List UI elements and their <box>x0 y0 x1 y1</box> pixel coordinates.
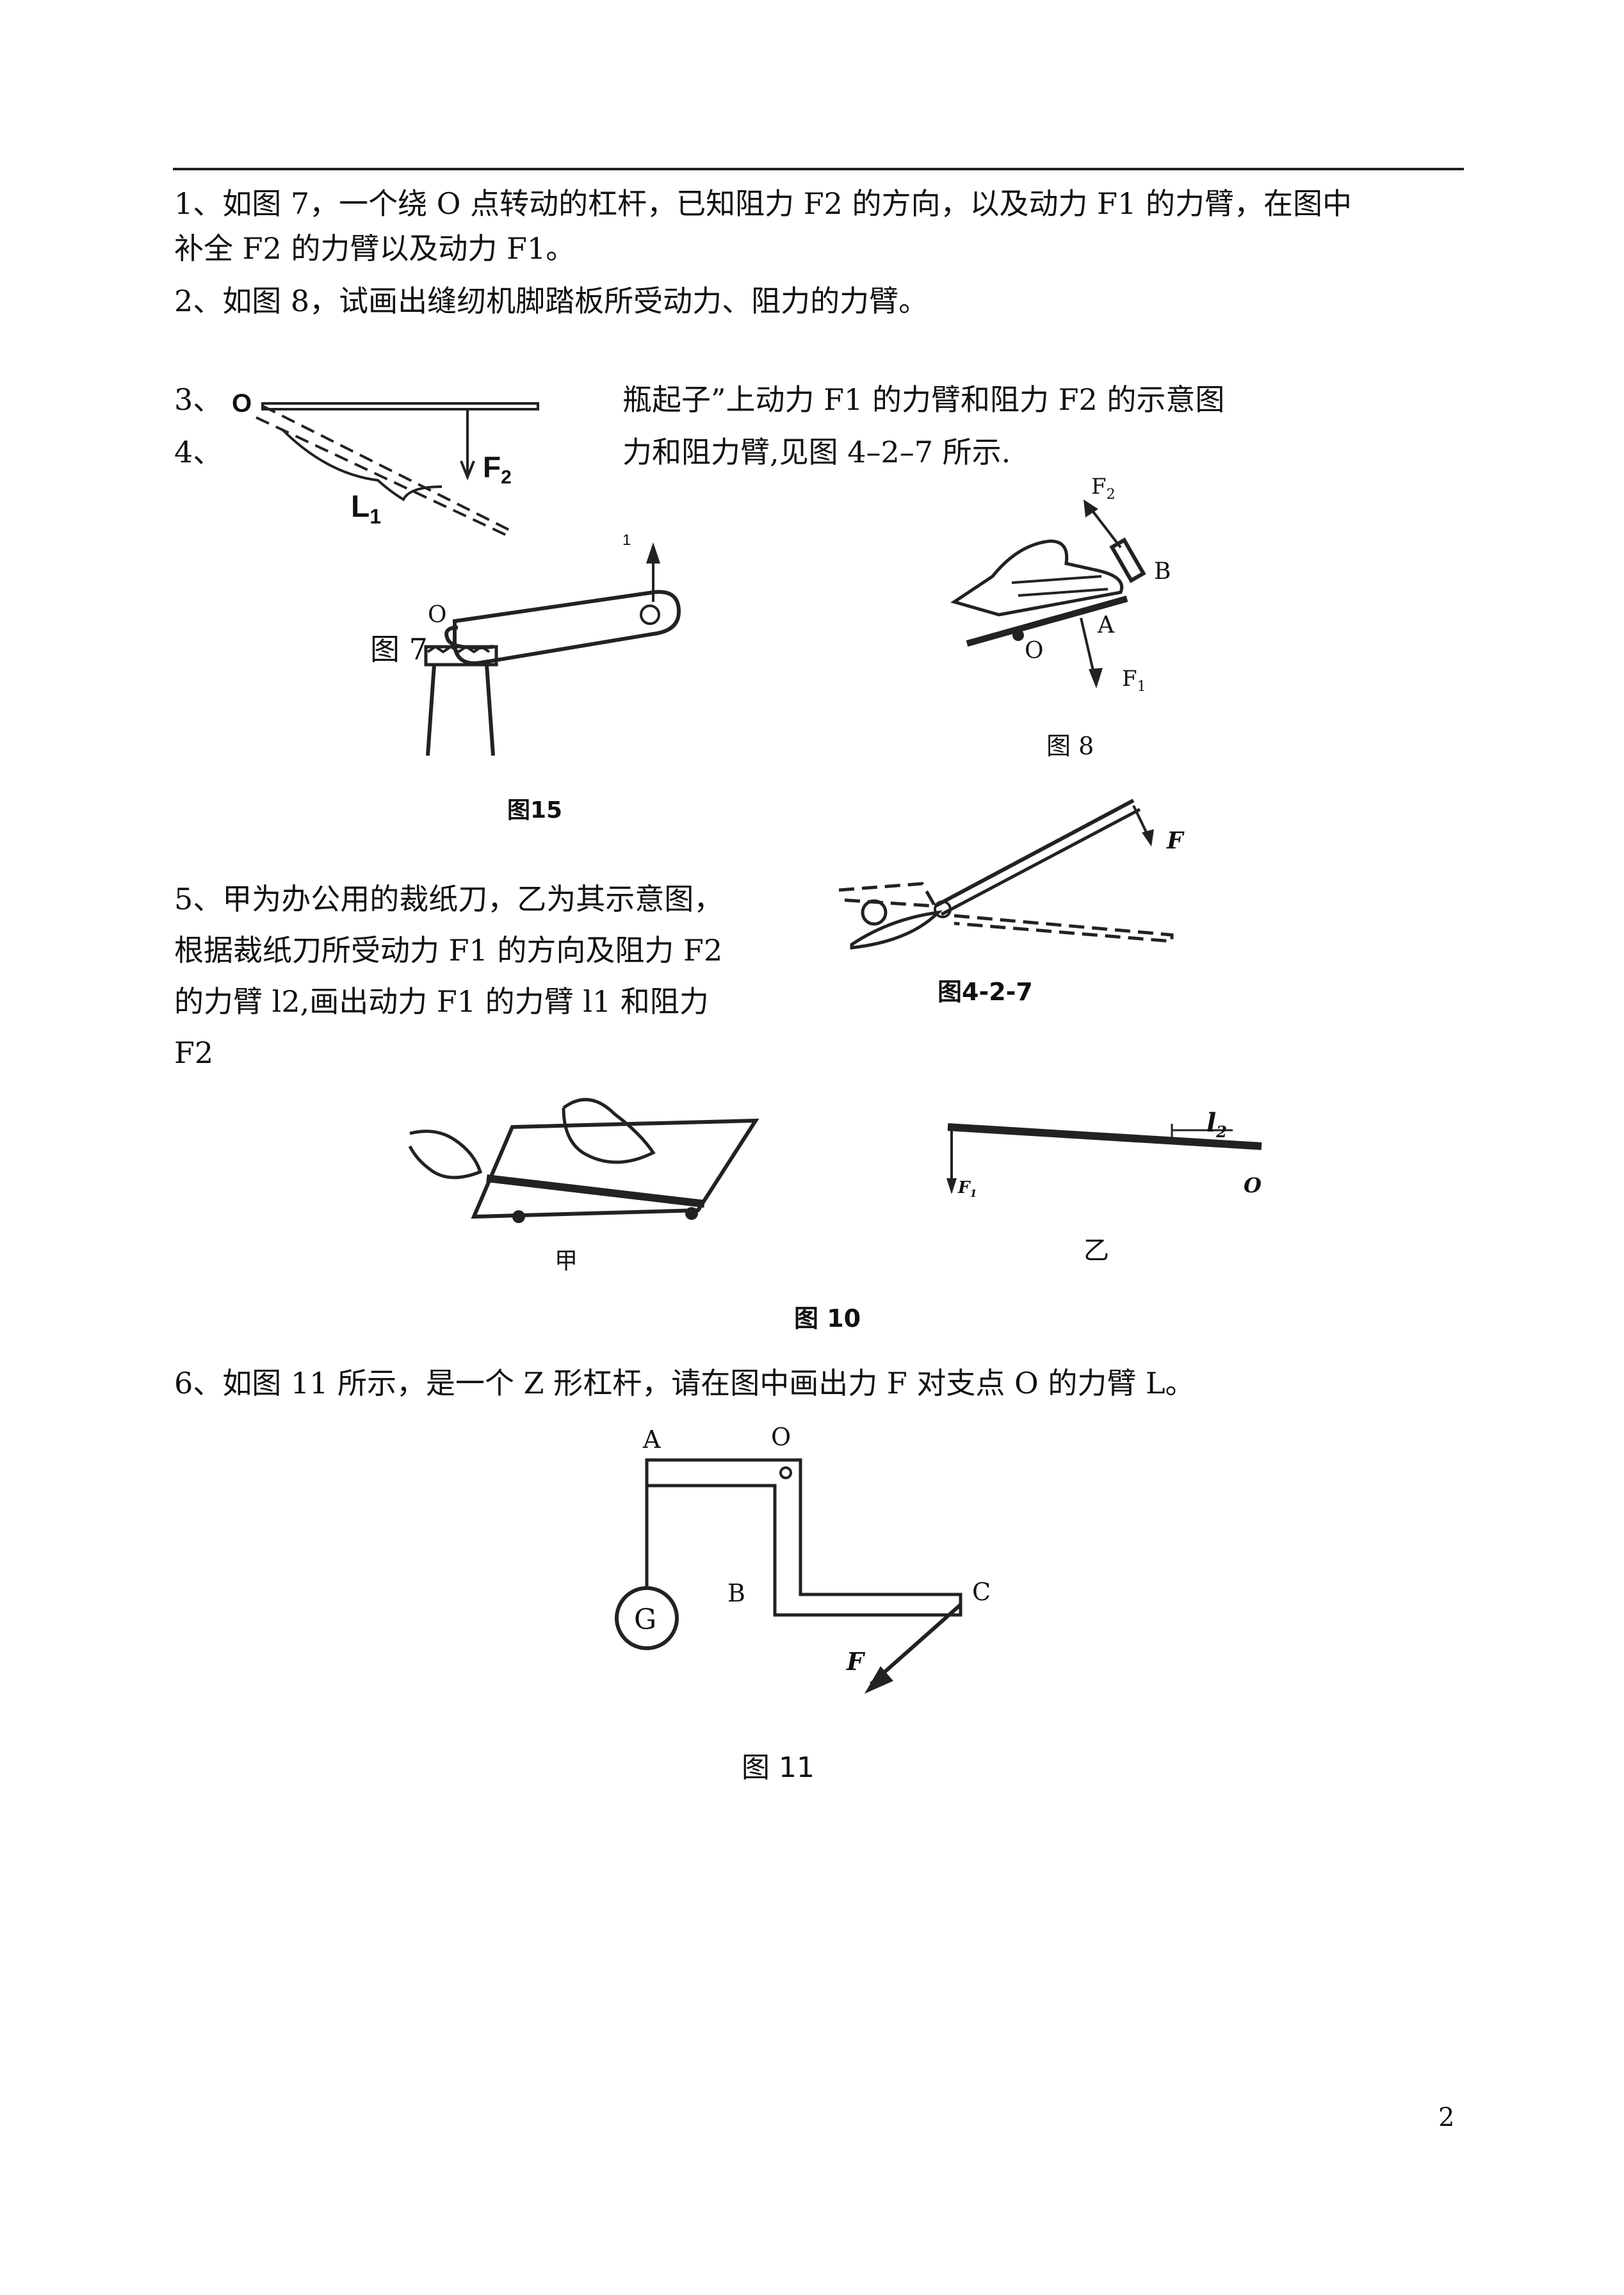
f1-arrow-head <box>1089 668 1103 688</box>
force-arrow-head <box>1142 829 1154 847</box>
fig8-f2-label: F2 <box>1091 474 1116 503</box>
opener-hole <box>640 604 660 625</box>
right-hand <box>562 1098 656 1164</box>
bottle-cap <box>424 645 498 667</box>
figure-7-caption: 图 7 <box>370 632 428 667</box>
f2-arrow-shaft <box>1087 505 1122 549</box>
figure-15-bottle-opener <box>424 542 681 756</box>
question-3-text: 瓶起子”上动力 F1 的力臂和阻力 F2 的示意图 <box>622 382 1225 417</box>
fig10-f1-label: F1 <box>958 1178 977 1200</box>
left-hand <box>408 1130 483 1180</box>
bottle-neck-right <box>485 664 495 756</box>
l1-brace <box>280 428 443 501</box>
f1-arrow-head <box>946 1178 957 1194</box>
fig15-arrow-label: 1 <box>622 531 631 549</box>
question-5-line-4: F2 <box>174 1035 214 1070</box>
rotated-lever-upper <box>256 416 513 539</box>
pedal-plate <box>966 596 1128 647</box>
fig7-o-label: O <box>232 389 252 418</box>
fig10-o-label: O <box>1244 1173 1262 1197</box>
force-arrow-shaft <box>870 1603 962 1686</box>
figure-8-pedal <box>950 499 1146 688</box>
f2-arrow-head <box>1084 499 1098 517</box>
question-3-number: 3、 <box>174 382 223 417</box>
fig427-f-label: F <box>1167 827 1183 854</box>
scissor-arm-upper <box>934 799 1135 908</box>
question-5-line-1: 5、甲为办公用的裁纸刀，乙为其示意图， <box>174 882 724 916</box>
figure-10-yi-schematic <box>946 1123 1262 1194</box>
fig8-o-label: O <box>1025 638 1044 664</box>
cutter-lever <box>947 1123 1262 1150</box>
question-1-line-2: 补全 F2 的力臂以及动力 F1。 <box>174 231 576 266</box>
pedal-link <box>1109 537 1146 583</box>
fig8-b-label: B <box>1154 558 1171 585</box>
figure-10-caption: 图 10 <box>794 1304 861 1333</box>
question-6: 6、如图 11 所示，是一个 Z 形杠杆，请在图中画出力 F 对支点 O 的力臂… <box>174 1366 1195 1400</box>
figure-4-2-7-caption: 图4-2-7 <box>938 978 1033 1006</box>
fig15-o-label: O <box>428 602 447 628</box>
shoe-details <box>1011 575 1108 597</box>
dashed-blade-lower <box>954 914 1174 943</box>
scissor-arm-lower <box>940 807 1141 916</box>
cap-crimp <box>426 645 491 654</box>
fig8-f1-label: F1 <box>1122 666 1146 695</box>
fig11-c-label: C <box>972 1578 991 1606</box>
f1-arrow-shaft <box>1080 617 1096 679</box>
lower-blade <box>850 910 943 950</box>
figure-11-caption: 图 11 <box>742 1751 815 1784</box>
question-1-line-1: 1、如图 7，一个绕 O 点转动的杠杆，已知阻力 F2 的方向，以及动力 F1 … <box>174 186 1352 221</box>
fig11-o-label: O <box>771 1423 792 1451</box>
cutter-board <box>471 1118 759 1219</box>
question-4-number: 4、 <box>174 435 223 469</box>
fig7-f2-label: F2 <box>483 450 512 489</box>
cutter-foot-left <box>512 1210 525 1223</box>
fig11-b-label: B <box>727 1579 745 1607</box>
cutter-blade <box>486 1174 705 1208</box>
header-rule <box>173 168 1464 170</box>
cutter-foot-right <box>685 1207 698 1220</box>
dashed-blade-upper <box>838 882 938 908</box>
fig11-a-label: A <box>643 1425 661 1454</box>
force-arrow-head <box>865 1666 893 1694</box>
bottle-neck-left <box>426 664 436 756</box>
question-4-text: 力和阻力臂,见图 4–2–7 所示. <box>622 435 1011 469</box>
figure-8-caption: 图 8 <box>1046 732 1094 760</box>
fig10-jia-label: 甲 <box>555 1248 578 1274</box>
blade-handle <box>861 899 888 926</box>
opener-body <box>453 590 681 665</box>
question-5-line-2: 根据裁纸刀所受动力 F1 的方向及阻力 F2 <box>174 933 723 968</box>
lever-bar <box>261 402 539 410</box>
figure-11-z-lever <box>615 1458 962 1694</box>
fig10-yi-label: 乙 <box>1084 1236 1109 1265</box>
f2-arrow-head <box>460 460 475 481</box>
f1-arrow-head <box>646 542 660 564</box>
question-5-line-3: 的力臂 l2,画出动力 F1 的力臂 l1 和阻力 <box>174 984 709 1019</box>
weight-g <box>615 1586 679 1650</box>
fig7-l1-label: L1 <box>351 490 382 528</box>
figure-4-2-7-scissors <box>838 799 1174 950</box>
figure-10-jia-paper-cutter <box>408 1098 759 1223</box>
scissor-pivot <box>934 900 952 918</box>
fig10-l2-label: l2 <box>1206 1108 1227 1141</box>
fig11-g-label: G <box>634 1603 657 1636</box>
page-number: 2 <box>1438 2103 1455 2132</box>
figure-7-lever <box>256 402 539 539</box>
figure-15-caption: 图15 <box>507 797 563 823</box>
z-lever-body <box>645 1458 962 1617</box>
pivot-o <box>779 1466 792 1479</box>
pivot-o <box>1012 629 1024 641</box>
fig11-f-label: F <box>847 1647 864 1676</box>
fig8-a-label: A <box>1098 612 1114 638</box>
question-2: 2、如图 8，试画出缝纫机脚踏板所受动力、阻力的力臂。 <box>174 284 929 318</box>
rotated-lever-lower <box>262 405 513 533</box>
shoe-outline <box>950 539 1123 617</box>
